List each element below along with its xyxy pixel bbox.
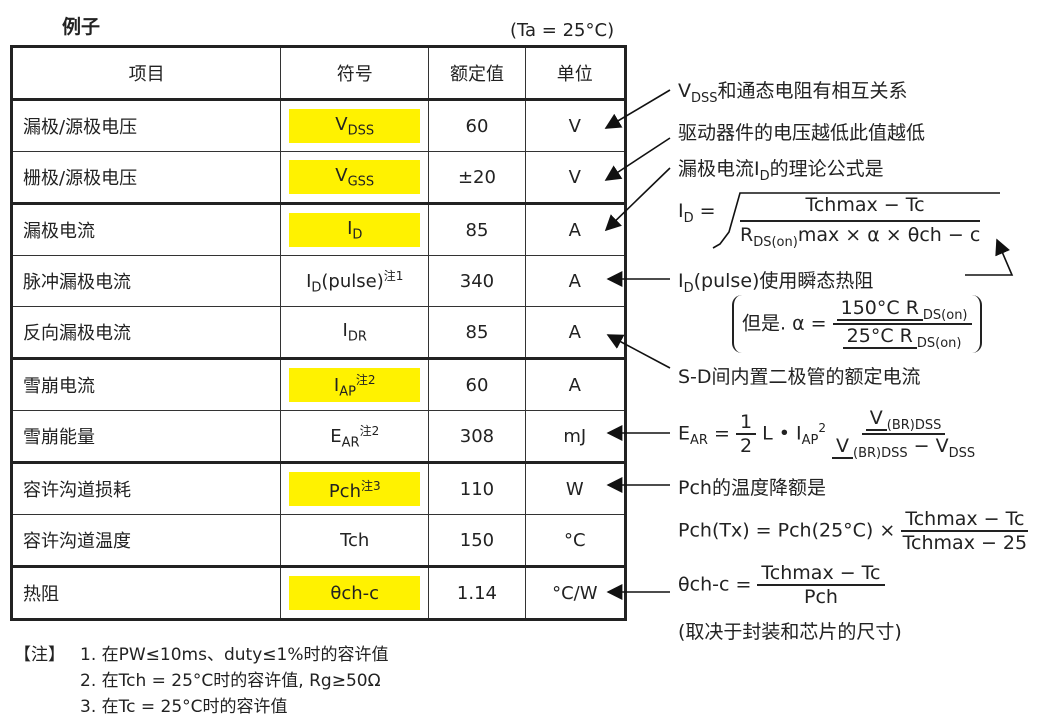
note-ref: 注2 xyxy=(359,423,380,438)
condition: (Ta = 25°C) xyxy=(510,20,615,41)
formula-id-denominator: RDS(on)max × α × θch − c xyxy=(740,220,981,250)
table-header: 项目 符号 额定值 单位 xyxy=(10,46,627,101)
item-name: 栅极/源极电压 xyxy=(10,151,282,205)
note-2: 2. 在Tch = 25°C时的容许值, Rg≥50Ω xyxy=(80,671,381,691)
annotation-pch-derating: Pch的温度降额是 xyxy=(678,477,826,499)
note-1: 1. 在PW≤10ms、duty≤1%时的容许值 xyxy=(80,645,389,665)
symbol-subscript: DSS xyxy=(347,123,375,139)
symbol-subscript: D xyxy=(352,227,363,243)
header-unit: 单位 xyxy=(524,46,627,101)
annotation-id: 漏极电流ID的理论公式是 xyxy=(678,158,884,184)
item-name: 雪崩电流 xyxy=(10,358,282,411)
note-ref: 注1 xyxy=(383,268,404,283)
annotation-package: (取决于封装和芯片的尺寸) xyxy=(678,621,902,643)
table-row: 栅极/源极电压 VGSS ±20 V xyxy=(10,151,627,205)
header-rating: 额定值 xyxy=(428,46,526,101)
symbol: Pch注3 xyxy=(280,462,430,515)
note-ref: 注2 xyxy=(355,372,376,387)
item-name: 漏极/源极电压 xyxy=(10,99,282,152)
rating-value: 60 xyxy=(428,358,526,411)
symbol-main: I xyxy=(342,319,348,341)
annotation-id-pulse: ID(pulse)使用瞬态热阻 xyxy=(678,270,874,296)
symbol-subscript: D xyxy=(311,280,322,296)
symbol-main: Pch xyxy=(328,480,361,502)
unit: A xyxy=(524,306,627,360)
table-row: 雪崩电流 IAP注2 60 A xyxy=(10,358,627,411)
item-name: 容许沟道温度 xyxy=(10,514,282,568)
rating-value: 85 xyxy=(428,203,526,256)
symbol: EAR注2 xyxy=(280,410,430,464)
rating-value: 1.14 xyxy=(428,566,526,620)
symbol-subscript: DR xyxy=(347,329,367,345)
annotation-drive: 驱动器件的电压越低此值越低 xyxy=(678,122,926,144)
rating-value: 85 xyxy=(428,306,526,360)
table-row: 漏极电流 ID 85 A xyxy=(10,203,627,256)
formula-id: ID = xyxy=(678,200,716,226)
unit: °C xyxy=(524,514,627,568)
symbol-main: E xyxy=(330,425,342,447)
symbol-main: I xyxy=(333,374,340,396)
notes-label: 【注】 xyxy=(14,645,65,665)
table-row: 容许沟道温度 Tch 150 °C xyxy=(10,514,627,568)
symbol: IAP注2 xyxy=(280,358,430,411)
symbol: Tch xyxy=(280,514,430,568)
annotation-sd-diode: S-D间内置二极管的额定电流 xyxy=(678,366,921,388)
note-ref: 注3 xyxy=(360,478,381,493)
symbol-main: I xyxy=(306,270,312,292)
symbol: VDSS xyxy=(280,99,430,152)
table-row: 容许沟道损耗 Pch注3 110 W xyxy=(10,462,627,515)
rating-value: 150 xyxy=(428,514,526,568)
formula-id-numerator: Tchmax − Tc xyxy=(805,194,925,216)
symbol-suffix: (pulse) xyxy=(321,270,384,292)
table-row: 反向漏极电流 IDR 85 A xyxy=(10,306,627,360)
symbol: ID xyxy=(280,203,430,256)
rating-value: 340 xyxy=(428,255,526,307)
symbol-main: I xyxy=(347,217,353,239)
annotation-vdss: VDSS和通态电阻有相互关系 xyxy=(678,80,908,106)
note-3: 3. 在Tc = 25°C时的容许值 xyxy=(80,697,288,717)
symbol-main: θch-c xyxy=(330,582,380,604)
symbol-subscript: AP xyxy=(339,384,356,400)
item-name: 反向漏极电流 xyxy=(10,306,282,360)
symbol-subscript: AR xyxy=(341,435,360,451)
rating-value: 60 xyxy=(428,99,526,152)
symbol: VGSS xyxy=(280,151,430,205)
symbol: IDR xyxy=(280,306,430,360)
symbol: ID(pulse)注1 xyxy=(280,255,430,307)
symbol-main: Tch xyxy=(340,529,370,551)
item-name: 脉冲漏极电流 xyxy=(10,255,282,307)
rating-value: 110 xyxy=(428,462,526,515)
symbol-main: V xyxy=(335,113,348,135)
item-name: 漏极电流 xyxy=(10,203,282,256)
table-row: 热阻 θch-c 1.14 °C/W xyxy=(10,566,627,620)
example-title: 例子 xyxy=(62,16,101,38)
rating-value: 308 xyxy=(428,410,526,464)
table-row: 脉冲漏极电流 ID(pulse)注1 340 A xyxy=(10,255,627,307)
symbol-main: V xyxy=(335,164,348,186)
item-name: 容许沟道损耗 xyxy=(10,462,282,515)
symbol-subscript: GSS xyxy=(347,174,375,190)
unit: °C/W xyxy=(524,566,627,620)
item-name: 热阻 xyxy=(10,566,282,620)
table-row: 漏极/源极电压 VDSS 60 V xyxy=(10,99,627,152)
item-name: 雪崩能量 xyxy=(10,410,282,464)
